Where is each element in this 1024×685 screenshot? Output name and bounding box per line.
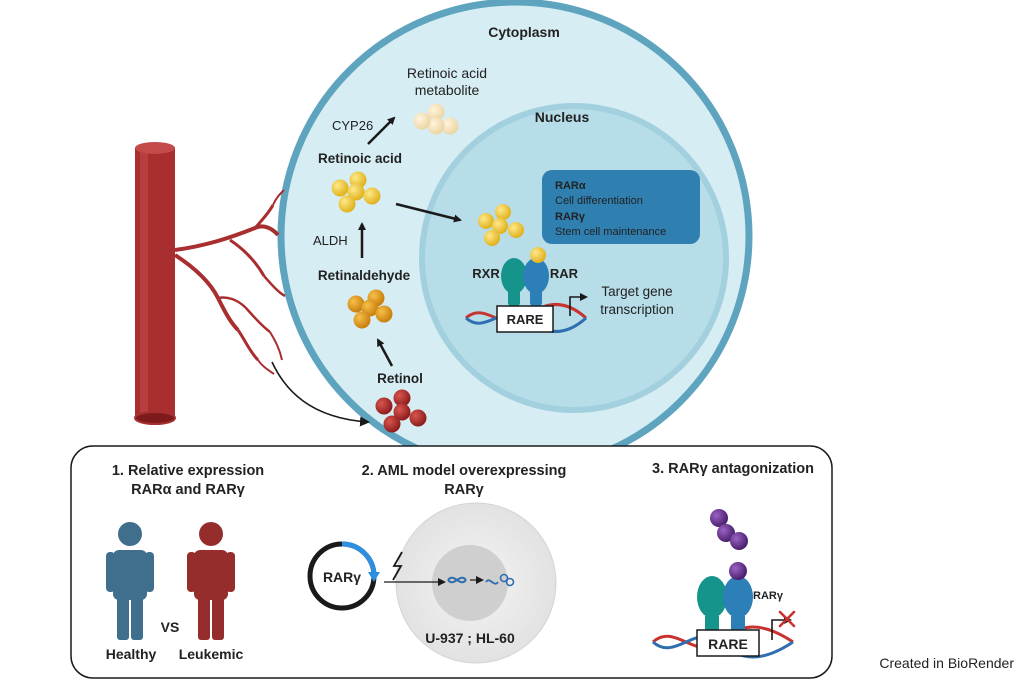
healthy-person-icon <box>106 522 154 640</box>
aml-cell-nucleus <box>432 545 508 621</box>
plasmid-icon <box>307 541 380 611</box>
rxr-label: RXR <box>472 266 500 281</box>
biorender-credit: Created in BioRender <box>879 655 1014 671</box>
panel3-rarg-label: RARγ <box>753 590 784 602</box>
blood-vessel <box>134 142 286 425</box>
metabolite-label-line1: Retinoic acid <box>407 65 487 81</box>
cytoplasm-label: Cytoplasm <box>488 24 560 40</box>
healthy-label: Healthy <box>106 646 157 662</box>
retinol-to-retinaldehyde-arrow <box>376 338 394 367</box>
nuclear-retinoic-acid <box>478 204 524 246</box>
rare-label: RARE <box>507 312 544 327</box>
panel2-title-line2: RARγ <box>444 482 483 498</box>
vessel-to-retinol-arrow <box>271 361 370 427</box>
rarg-desc: Stem cell maintenance <box>555 226 666 238</box>
rarg-title: RARγ <box>555 211 586 223</box>
cyp26-label: CYP26 <box>332 118 373 133</box>
panel3-rxr-receptor <box>697 576 727 632</box>
retinaldehyde-molecule <box>347 289 393 329</box>
panel3-rare-box <box>696 629 760 657</box>
rare-box <box>496 305 554 333</box>
transcription-arrow <box>569 293 588 316</box>
nucleus <box>419 103 729 413</box>
panel1-title-line2: RARα and RARγ <box>131 482 245 498</box>
cell-lines-label: U-937 ; HL-60 <box>425 630 515 646</box>
electroporation-icon <box>392 551 403 581</box>
cyp26-arrow <box>367 116 396 145</box>
target-gene-line1: Target gene <box>601 284 672 299</box>
blocked-transcription-arrow <box>771 616 792 640</box>
rar-receptor <box>523 258 549 306</box>
panel1-title-line1: 1. Relative expression <box>112 463 264 479</box>
antagonist-molecule <box>710 509 748 550</box>
block-x-icon <box>778 610 796 628</box>
ra-to-nucleus-arrow <box>395 202 462 223</box>
nucleus-label: Nucleus <box>535 109 590 125</box>
metabolite-label-line2: metabolite <box>415 82 480 98</box>
leukemic-person-icon <box>187 522 235 640</box>
panel3-title: 3. RARγ antagonization <box>652 461 814 477</box>
bound-antagonist <box>729 562 747 580</box>
target-gene-line2: transcription <box>600 302 674 317</box>
leukemic-label: Leukemic <box>179 646 244 662</box>
rara-title: RARα <box>555 180 586 192</box>
rara-desc: Cell differentiation <box>555 195 643 207</box>
receptor-info-box <box>542 170 700 244</box>
retinol-molecule <box>375 389 427 433</box>
vs-label: VS <box>161 619 180 635</box>
metabolite-molecule <box>413 103 459 135</box>
retinoic-acid-molecule <box>331 171 381 213</box>
plasmid-label: RARγ <box>323 569 361 585</box>
rar-label: RAR <box>550 266 579 281</box>
bound-ligand <box>530 247 546 263</box>
retinol-label: Retinol <box>377 371 423 386</box>
panel2-title-line1: 2. AML model overexpressing <box>362 463 567 479</box>
panel3-rarg-receptor <box>723 576 753 632</box>
panel3-rare-label: RARE <box>708 636 748 652</box>
retinoic-acid-label: Retinoic acid <box>318 151 402 166</box>
rxr-receptor <box>501 258 527 306</box>
aldh-label: ALDH <box>313 233 348 248</box>
retinaldehyde-label: Retinaldehyde <box>318 268 411 283</box>
dna-transcription-icon <box>447 573 515 587</box>
